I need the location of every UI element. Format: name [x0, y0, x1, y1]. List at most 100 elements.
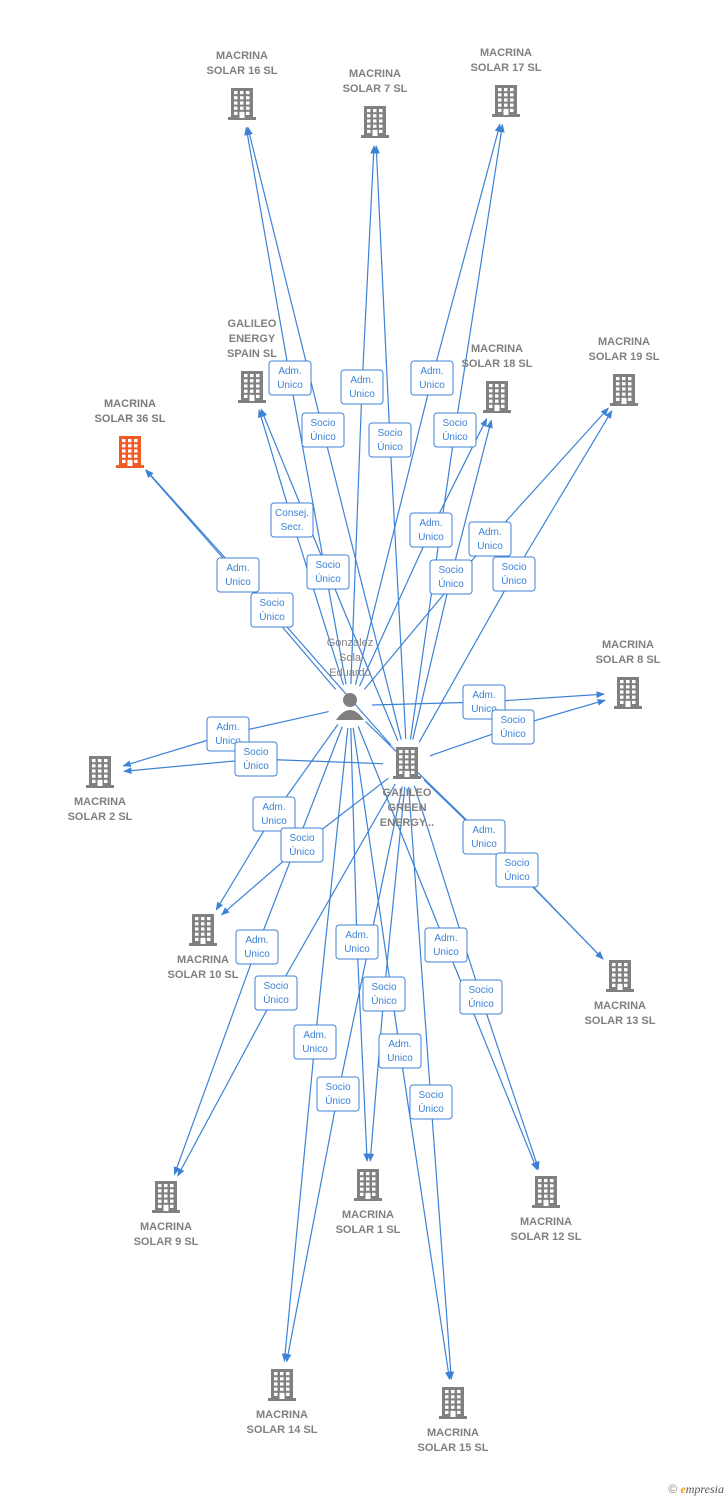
node-label-line: MACRINA [594, 1000, 646, 1012]
relation-label-line: Unico [244, 949, 270, 960]
relation-label-line: Adm. [434, 933, 457, 944]
relation-label-line: Adm. [350, 375, 373, 386]
relation-label-line: Unico [471, 839, 497, 850]
node-label-line: GALILEO [383, 787, 432, 799]
nodes-layer: GonzalezSolaEduardoGALILEOGREENENERGY...… [68, 47, 661, 1454]
node-s15[interactable]: MACRINA SOLAR 15 SL [418, 1387, 489, 1454]
relation-label-line: Único [315, 572, 341, 585]
relation-label-person-s36[interactable]: Adm.Unico [216, 557, 260, 593]
node-s13[interactable]: MACRINA SOLAR 13 SL [585, 960, 656, 1027]
relation-label-line: Adm. [245, 935, 268, 946]
node-label-line: MACRINA [177, 954, 229, 966]
relation-label-person-s18[interactable]: Adm.Unico [409, 512, 453, 548]
relation-label-person-s14[interactable]: Adm.Unico [293, 1024, 337, 1060]
relation-label-line: Único [442, 430, 468, 443]
node-label-line: MACRINA [140, 1221, 192, 1233]
relation-label-person-s16[interactable]: Adm.Unico [268, 360, 312, 396]
node-s17[interactable]: MACRINA SOLAR 17 SL [471, 47, 542, 117]
relation-label-person-s13[interactable]: Adm.Unico [462, 819, 506, 855]
node-label-line: Eduardo [329, 667, 371, 679]
footer-brand[interactable]: © empresia [668, 1482, 724, 1497]
edge-galileo_green-s15 [408, 786, 455, 1380]
node-label-line: SOLAR 13 SL [585, 1015, 656, 1027]
relation-label-person-s7[interactable]: Adm.Unico [340, 369, 384, 405]
relation-label-line: Socio [500, 715, 525, 726]
relation-label-person-s1[interactable]: Adm.Unico [335, 924, 379, 960]
node-label-line: MACRINA [256, 1409, 308, 1421]
node-label-line: SOLAR 17 SL [471, 62, 542, 74]
node-galileo_green[interactable]: GALILEOGREENENERGY... [380, 747, 434, 829]
relation-label-line: Único [289, 845, 315, 858]
relation-label-line: Adm. [478, 527, 501, 538]
building-icon [492, 85, 520, 117]
node-label-line: SOLAR 15 SL [418, 1442, 489, 1454]
relation-label-person-s12[interactable]: Adm.Unico [424, 927, 468, 963]
relation-label-person-s10[interactable]: Adm.Unico [252, 796, 296, 832]
node-label-line: SOLAR 16 SL [207, 65, 278, 77]
relation-label-line: Único [371, 994, 397, 1007]
relation-label-person-s15[interactable]: Adm.Unico [378, 1033, 422, 1069]
node-label-line: MACRINA [427, 1427, 479, 1439]
relation-label-line: Único [504, 870, 530, 883]
relation-label-line: Socio [418, 1090, 443, 1101]
relation-label-line: Adm. [420, 366, 443, 377]
relation-label-line: Único [259, 610, 285, 623]
node-label-line: MACRINA [480, 47, 532, 59]
relation-label-person-gspain[interactable]: Consej.Secr. [270, 502, 314, 538]
relation-label-line: Socio [501, 562, 526, 573]
relation-label-line: Único [243, 759, 269, 772]
node-label-line: MACRINA [104, 398, 156, 410]
relation-label-line: Socio [243, 747, 268, 758]
node-label-line: SOLAR 7 SL [343, 83, 408, 95]
relation-label-line: Socio [325, 1082, 350, 1093]
relation-label-line: Socio [377, 428, 402, 439]
node-label-line: SOLAR 18 SL [462, 358, 533, 370]
relation-label-line: Unico [344, 944, 370, 955]
relation-label-person-s19[interactable]: Adm.Unico [468, 521, 512, 557]
building-icon [228, 88, 256, 120]
relation-label-person-s9[interactable]: Adm. Unico [235, 929, 279, 965]
building-icon [238, 371, 266, 403]
relation-label-line: Unico [225, 577, 251, 588]
relation-label-line: Consej. [275, 508, 309, 519]
node-label-line: MACRINA [602, 639, 654, 651]
relation-label-line: Unico [302, 1044, 328, 1055]
relation-label-line: Unico [418, 532, 444, 543]
relation-label-line: Socio [504, 858, 529, 869]
relation-label-person-s17[interactable]: Adm.Unico [410, 360, 454, 396]
node-label-line: Gonzalez [327, 637, 373, 649]
relation-label-line: Único [438, 577, 464, 590]
node-label-line: SOLAR 12 SL [511, 1231, 582, 1243]
node-label-line: ENERGY [229, 333, 276, 345]
